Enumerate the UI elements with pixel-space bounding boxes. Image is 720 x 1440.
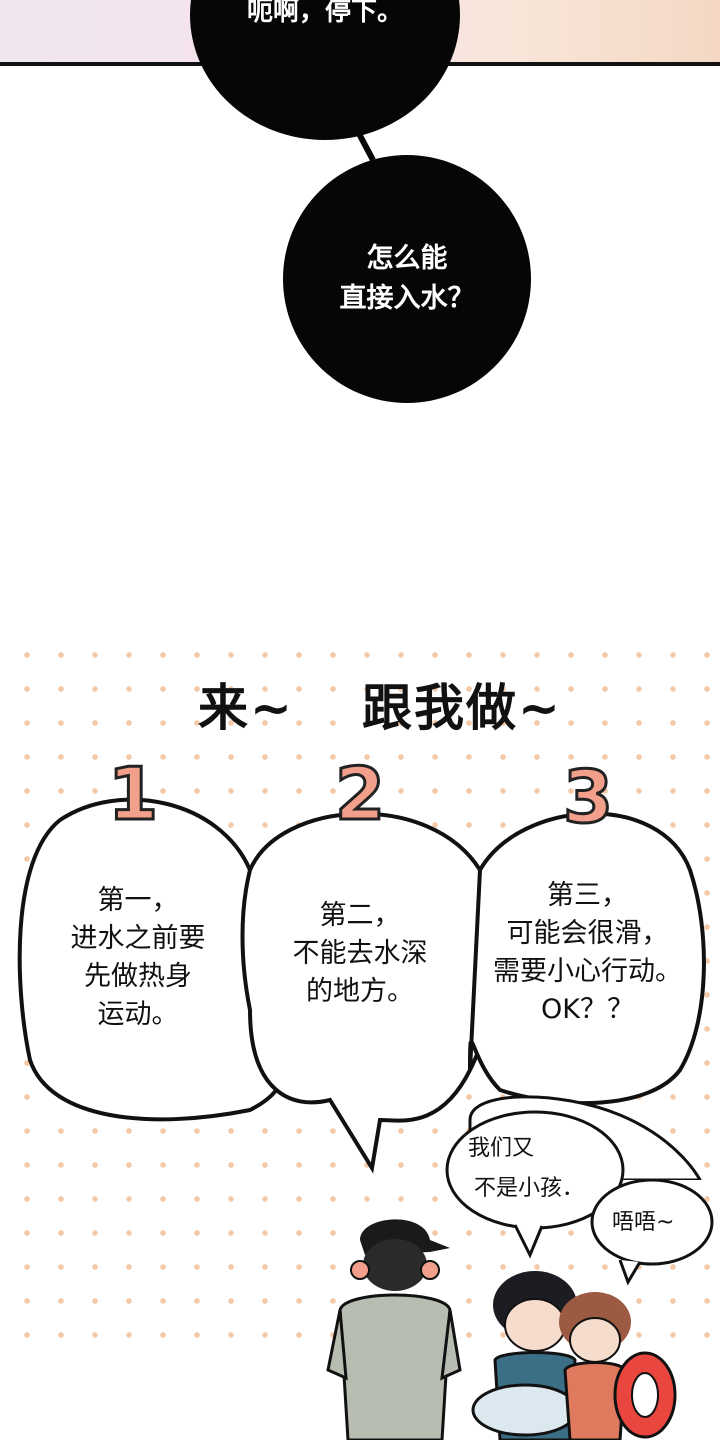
speech-bubble-top: 呃啊，停下。	[190, 0, 460, 140]
cloud-3-outline	[468, 811, 706, 1106]
swim-ring-blue	[471, 1383, 579, 1437]
characters-illustration	[326, 1219, 677, 1440]
boy-2-face	[569, 1317, 621, 1363]
step-1-line: 第一，	[97, 885, 179, 916]
cloud-1-outline	[17, 797, 286, 1122]
step-3-text: 第三， 可能会很滑， 需要小心行动。 OK？？	[480, 877, 695, 1029]
step-2-line: 不能去水深	[292, 938, 428, 969]
coach-body	[338, 1293, 452, 1440]
coach-arm-left	[326, 1309, 348, 1381]
watermelon-ring-hole	[631, 1372, 659, 1418]
step-1-line: 进水之前要	[70, 923, 206, 954]
cloud-bubbles	[17, 797, 706, 1180]
speech-top-text: 呃啊，停下。	[246, 0, 403, 27]
speech-mid-line-1: 怎么能	[366, 243, 448, 274]
step-1-line: 先做热身	[84, 961, 192, 992]
reply-bubbles	[445, 1110, 714, 1286]
boy-1-face	[504, 1298, 566, 1352]
step-3-line: 第三，	[547, 880, 628, 911]
reply-line-2: 不是小孩．	[474, 1176, 585, 1201]
headline-follow-me: 跟我做~	[362, 679, 562, 737]
step-2-text: 第二， 不能去水深 的地方。	[270, 897, 450, 1011]
step-number-1: 1	[106, 751, 159, 838]
step-3-line: 可能会很滑，	[506, 918, 669, 949]
speech-mid-line-2: 直接入水？	[339, 283, 475, 314]
coach-arm-right	[440, 1309, 462, 1381]
cloud-2-outline	[240, 811, 496, 1174]
reply-tail-text: 唔唔~	[612, 1210, 675, 1235]
step-2-line: 第二，	[319, 900, 401, 931]
coach-ear-left	[350, 1260, 370, 1280]
speech-bubble-mid: 怎么能 直接入水？	[283, 155, 531, 403]
headline-come: 来~	[198, 679, 294, 737]
reply-bubble-1-tail	[513, 1224, 544, 1259]
step-1-text: 第一， 进水之前要 先做热身 运动。	[48, 882, 228, 1034]
coach-head	[363, 1239, 427, 1291]
step-number-3: 3	[561, 754, 614, 841]
step-3-line: 需要小心行动。	[493, 956, 682, 987]
step-2-line: 的地方。	[306, 976, 414, 1007]
reply-bubble-2	[590, 1178, 714, 1266]
reply-bubble-2-tail	[618, 1259, 642, 1286]
step-3-line: OK？？	[541, 994, 634, 1025]
reply-line-1: 我们又	[468, 1136, 535, 1161]
step-number-2: 2	[333, 751, 386, 838]
coach-ear-right	[420, 1260, 440, 1280]
step-1-line: 运动。	[97, 999, 179, 1030]
